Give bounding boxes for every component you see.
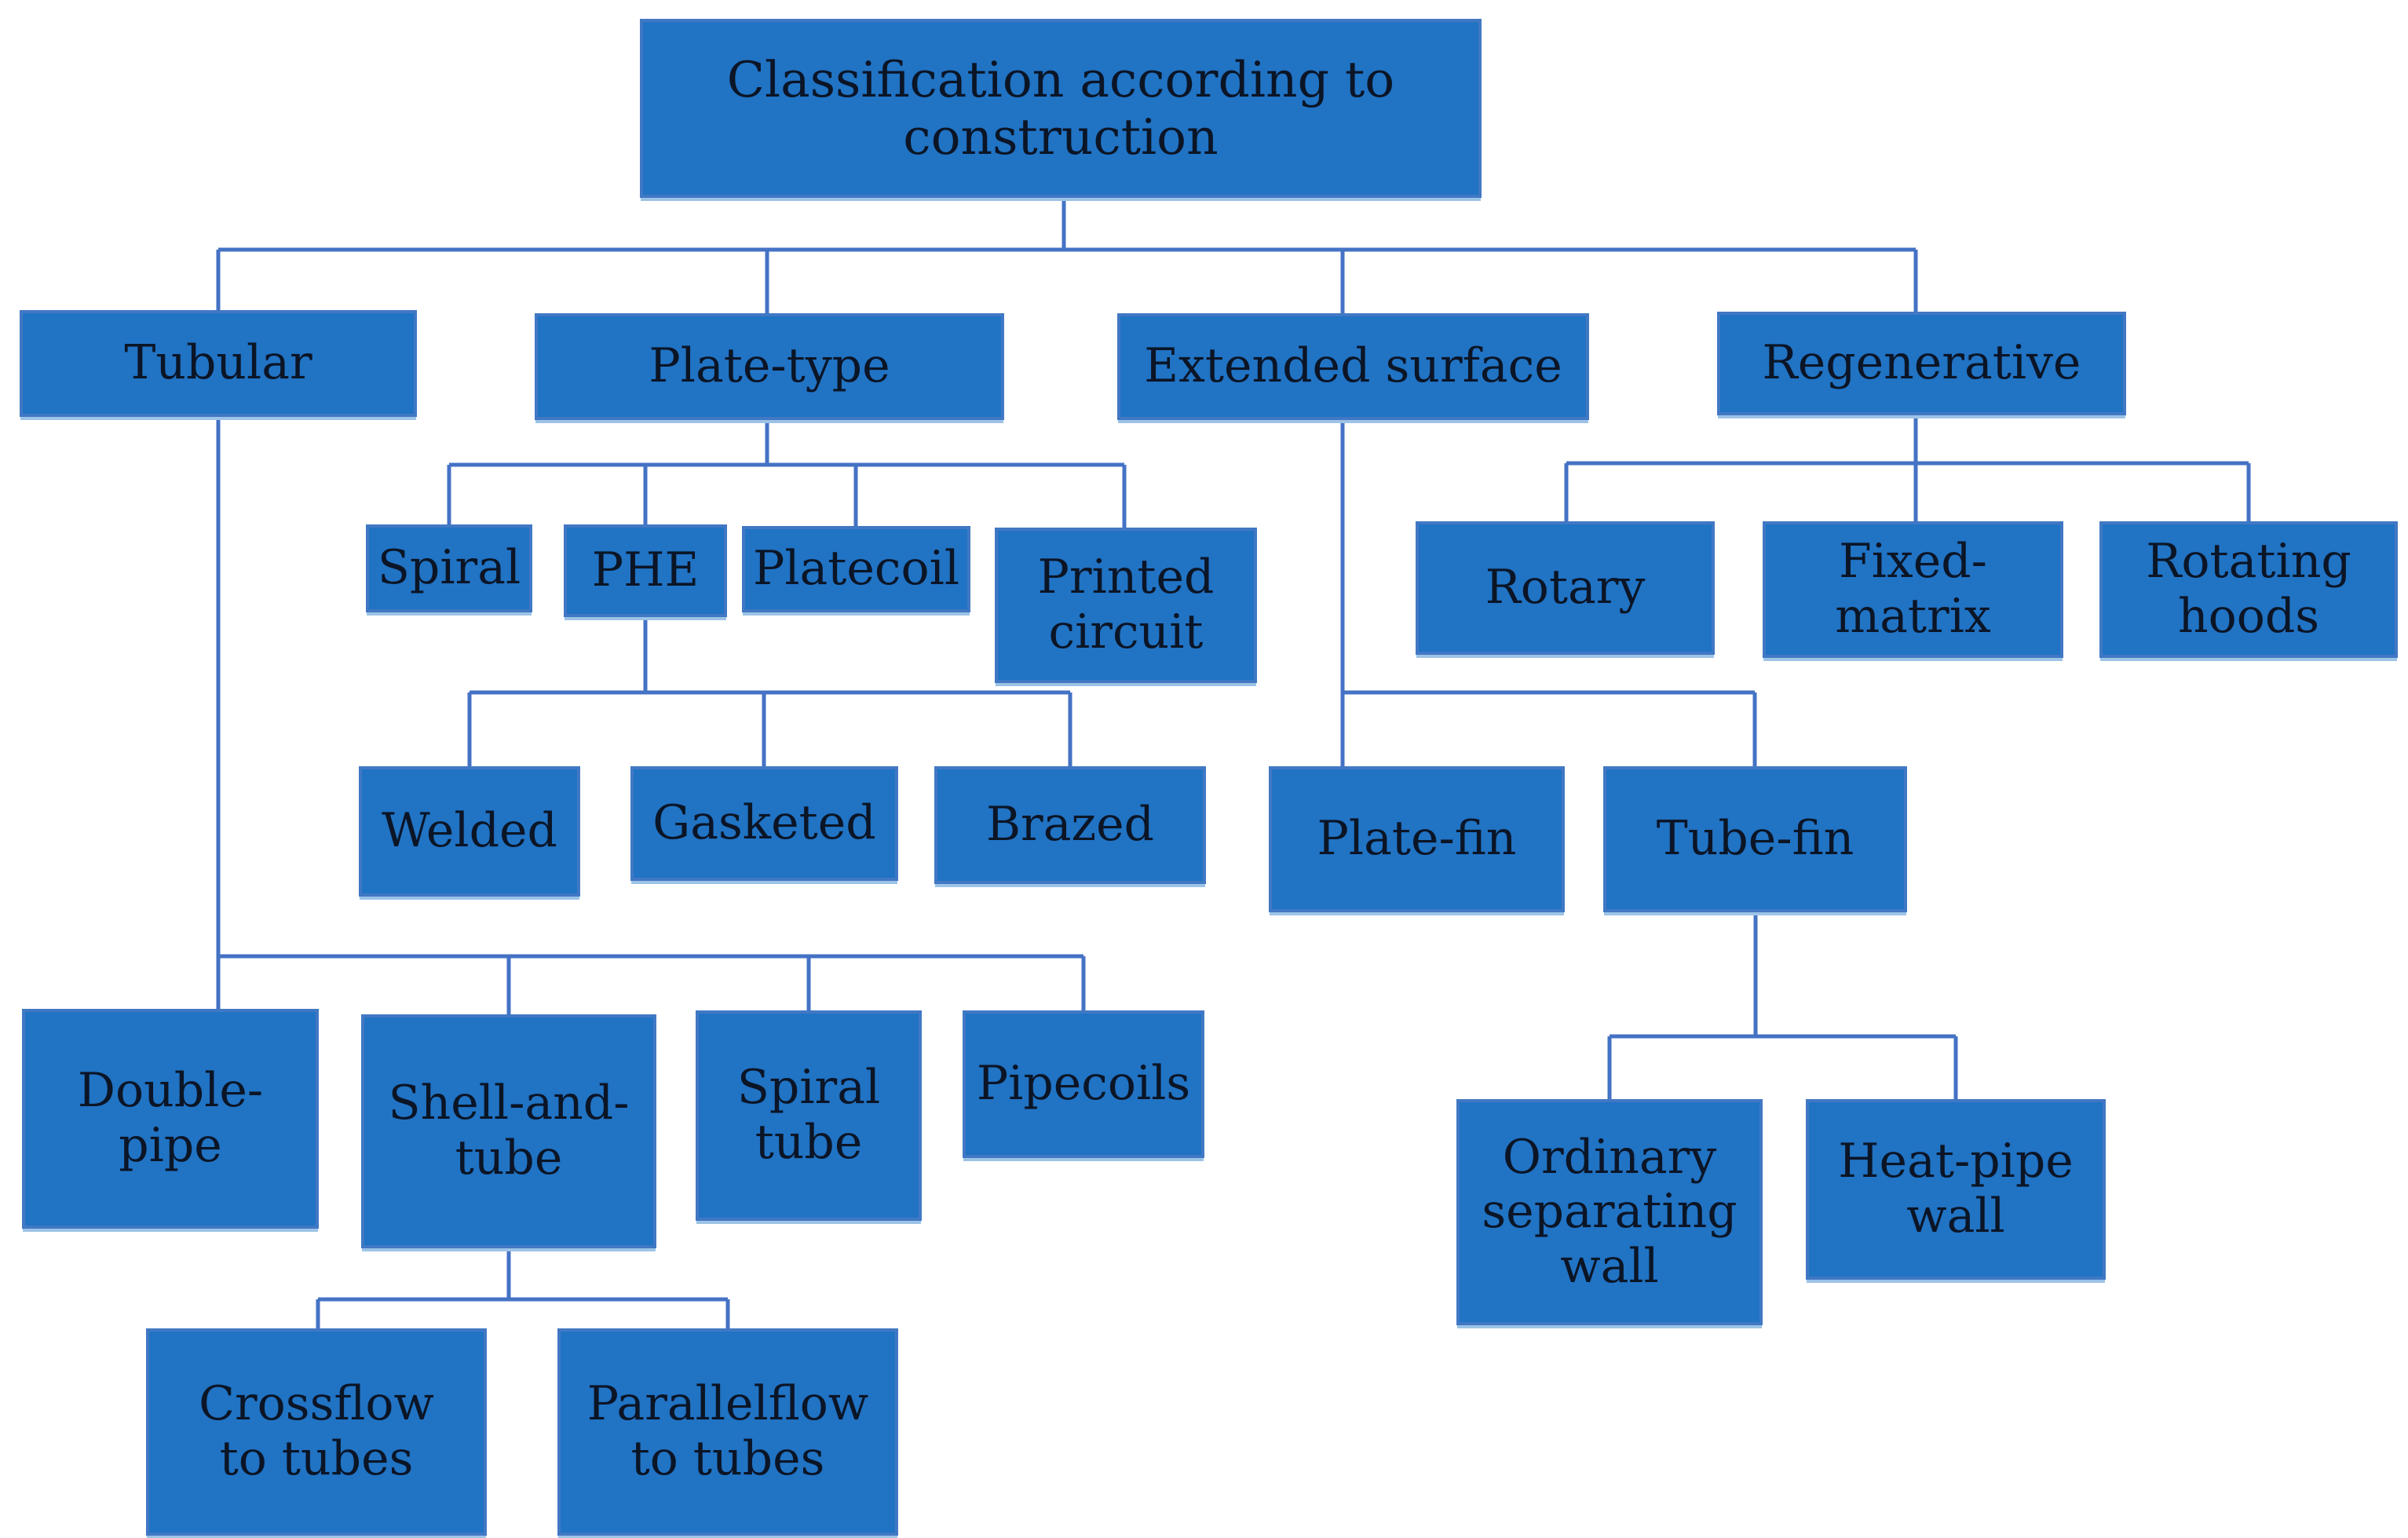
node-label: Gasketed [652, 795, 876, 851]
connector-phe-children [467, 617, 1072, 768]
node-tubular: Tubular [20, 310, 417, 417]
node-label: Ordinary separating wall [1482, 1129, 1737, 1294]
connector-regenerative-children [1564, 415, 2251, 523]
node-label: Tubular [124, 335, 312, 391]
node-label: Tube-fin [1656, 811, 1854, 867]
node-plate-fin: Plate-fin [1269, 766, 1565, 912]
node-double-pipe: Double- pipe [22, 1009, 319, 1229]
node-spiral-tube: Spiral tube [696, 1010, 922, 1221]
connector-tubular-children [216, 417, 1086, 1016]
node-label: Double- pipe [77, 1063, 264, 1173]
node-label: Rotary [1485, 560, 1646, 616]
node-brazed: Brazed [934, 766, 1206, 884]
node-phe: PHE [564, 524, 727, 617]
node-label: Shell-and- tube [388, 1076, 630, 1185]
node-rotary: Rotary [1416, 521, 1715, 655]
node-label: Classification according to construction [726, 50, 1395, 166]
node-label: Regenerative [1762, 335, 2081, 391]
node-label: Platecoil [752, 541, 960, 597]
node-label: Pipecoils [976, 1056, 1191, 1112]
connector-root-children [216, 198, 1918, 315]
node-shell-and-tube: Shell-and- tube [361, 1014, 656, 1248]
node-tube-fin: Tube-fin [1603, 766, 1907, 912]
connector-plate-type-children [447, 420, 1127, 529]
node-parallelflow-to-tubes: Parallelflow to tubes [557, 1328, 898, 1536]
node-gasketed: Gasketed [630, 766, 898, 881]
node-label: PHE [591, 543, 700, 598]
node-label: Plate-type [649, 338, 890, 394]
node-printed-circuit: Printed circuit [995, 528, 1257, 683]
node-rotating-hoods: Rotating hoods [2099, 521, 2398, 658]
node-classification-root: Classification according to construction [640, 19, 1482, 198]
node-welded: Welded [359, 766, 580, 897]
node-plate-type: Plate-type [535, 313, 1004, 420]
node-pipecoils: Pipecoils [963, 1010, 1204, 1158]
node-label: Spiral [377, 540, 521, 596]
node-regenerative: Regenerative [1717, 312, 2126, 415]
node-extended-surface: Extended surface [1117, 313, 1589, 420]
node-label: Welded [382, 803, 557, 859]
connector-extended-surface-children [1340, 420, 1757, 768]
node-fixed-matrix: Fixed- matrix [1763, 521, 2063, 658]
connector-shell-and-tube-children [316, 1248, 730, 1330]
node-crossflow-to-tubes: Crossflow to tubes [146, 1328, 487, 1536]
node-label: Extended surface [1144, 338, 1562, 394]
node-platecoil: Platecoil [742, 526, 970, 612]
node-label: Heat-pipe wall [1838, 1134, 2074, 1244]
node-label: Parallelflow to tubes [586, 1376, 869, 1486]
node-label: Fixed- matrix [1835, 534, 1991, 644]
node-label: Rotating hoods [2146, 534, 2351, 644]
node-label: Spiral tube [736, 1060, 881, 1170]
node-label: Printed circuit [1037, 550, 1215, 659]
node-ordinary-separating-wall: Ordinary separating wall [1456, 1099, 1763, 1325]
connector-tube-fin-children [1607, 912, 1958, 1101]
node-spiral: Spiral [366, 524, 532, 612]
node-label: Crossflow to tubes [199, 1376, 434, 1486]
node-label: Brazed [985, 797, 1155, 853]
node-heat-pipe-wall: Heat-pipe wall [1806, 1099, 2106, 1280]
node-label: Plate-fin [1317, 811, 1517, 867]
